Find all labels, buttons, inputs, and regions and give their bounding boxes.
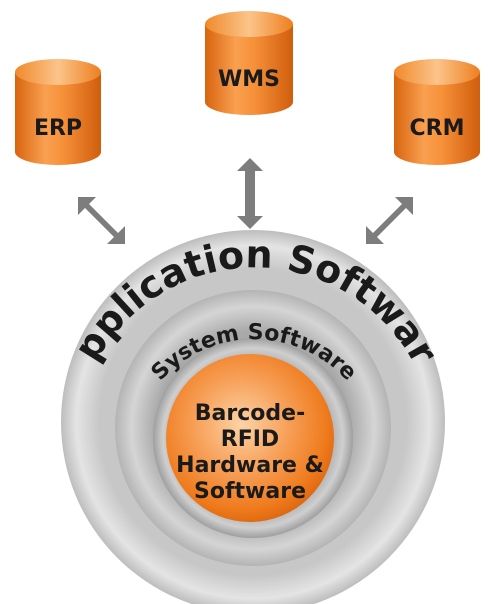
core-line-4: Software	[194, 479, 306, 504]
core-line-3: Hardware &	[176, 453, 324, 478]
wms-database: WMS	[205, 11, 293, 115]
crm-label: CRM	[410, 116, 465, 141]
erp-label: ERP	[34, 116, 82, 141]
core-line-2: RFID	[221, 427, 279, 452]
layer-rings	[61, 230, 445, 604]
core-line-1: Barcode-	[195, 401, 305, 426]
core-label: Barcode- RFID Hardware & Software	[176, 401, 324, 504]
arrow-crm	[366, 197, 413, 244]
wms-label: WMS	[218, 67, 280, 92]
arrow-erp	[78, 197, 125, 244]
arrow-wms	[237, 158, 263, 229]
core-circle	[166, 354, 334, 522]
erp-database: ERP	[15, 59, 101, 165]
crm-database: CRM	[394, 59, 480, 165]
